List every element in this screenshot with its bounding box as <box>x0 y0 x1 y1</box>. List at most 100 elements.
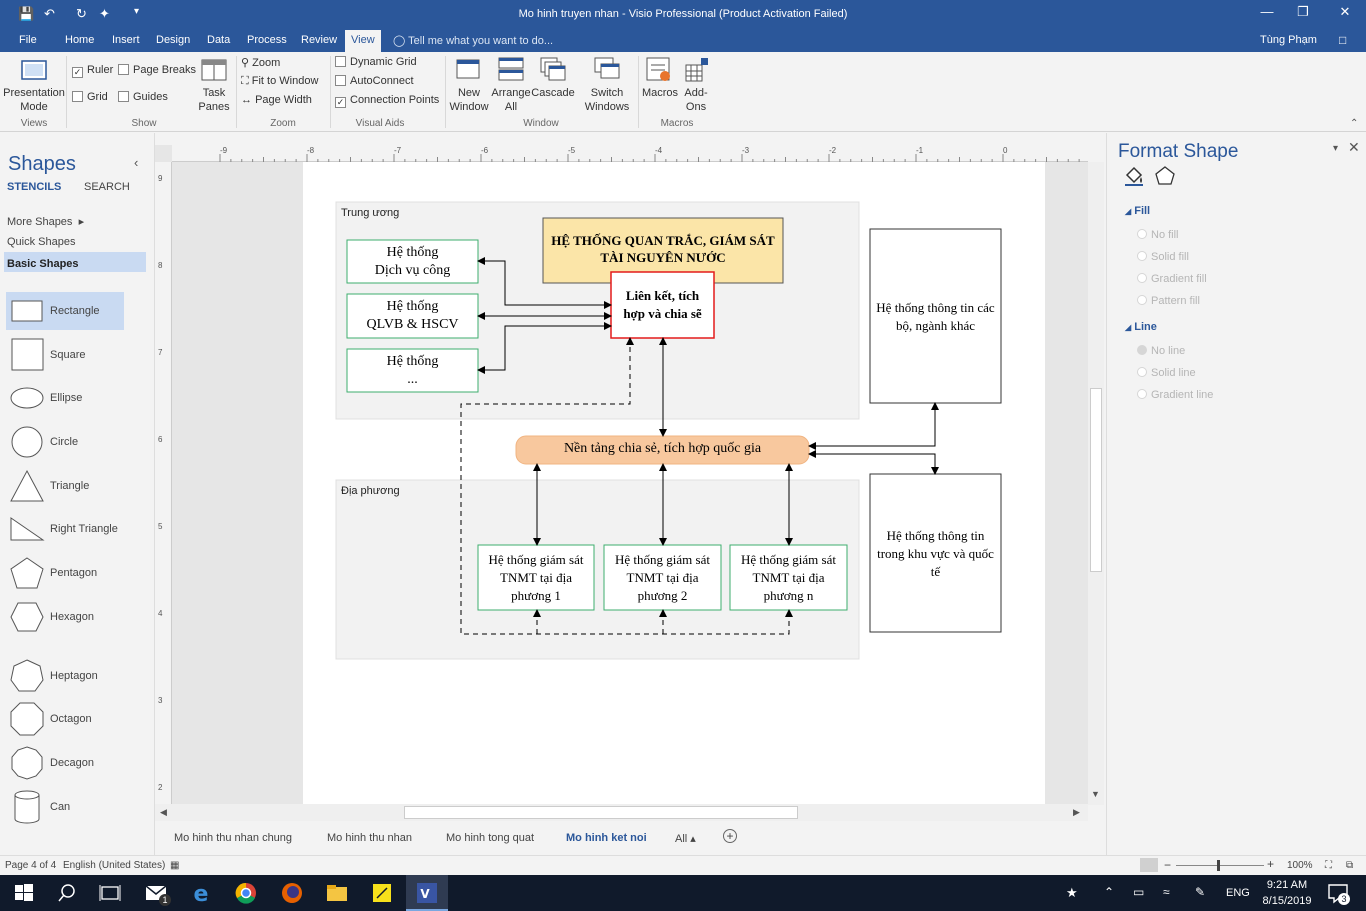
task-view-icon[interactable] <box>98 881 122 905</box>
shape-circle[interactable]: Circle <box>6 423 124 461</box>
zoom-button[interactable]: ⚲ Zoom <box>241 57 281 69</box>
sheet-tab-active[interactable]: Mo hinh ket noi <box>566 832 647 844</box>
line-section[interactable]: ◢ Line <box>1125 321 1157 333</box>
horizontal-scrollbar[interactable]: ◀ ▶ <box>155 804 1088 821</box>
no-line-option[interactable]: No line <box>1137 345 1185 357</box>
scroll-right-icon[interactable]: ▶ <box>1073 807 1080 817</box>
horizontal-scroll-thumb[interactable] <box>404 806 798 819</box>
add-ons-icon[interactable] <box>683 56 711 82</box>
new-window-button[interactable]: New Window <box>449 87 489 113</box>
tab-process[interactable]: Process <box>247 34 287 46</box>
battery-icon[interactable]: ▭ <box>1133 885 1145 899</box>
search-icon[interactable] <box>55 881 79 905</box>
zoom-out-icon[interactable]: − <box>1164 858 1172 872</box>
tab-design[interactable]: Design <box>156 34 191 46</box>
fit-page-icon[interactable] <box>1140 858 1158 872</box>
collapse-ribbon-icon[interactable]: ⌃ <box>1350 118 1359 129</box>
shape-decagon[interactable]: Decagon <box>6 744 124 782</box>
tell-me-search[interactable]: ◯ Tell me what you want to do... <box>393 35 554 47</box>
shape-rectangle[interactable]: Rectangle <box>6 292 124 330</box>
sheet-tab[interactable]: Mo hinh thu nhan <box>327 832 413 844</box>
page-indicator[interactable]: Page 4 of 4 <box>5 860 57 871</box>
quick-shapes-item[interactable]: Quick Shapes <box>7 236 76 248</box>
zoom-slider[interactable] <box>1176 865 1264 866</box>
add-page-icon[interactable]: + <box>723 829 737 843</box>
tab-file[interactable]: File <box>19 34 37 46</box>
input-language[interactable]: ENG <box>1226 887 1250 899</box>
solid-fill-option[interactable]: Solid fill <box>1137 251 1189 263</box>
shape-pentagon[interactable]: Pentagon <box>6 554 124 592</box>
minimize-button[interactable]: — <box>1260 4 1274 19</box>
redo-icon[interactable]: ↻ <box>76 6 87 21</box>
new-window-icon[interactable] <box>455 56 483 82</box>
guides-checkbox[interactable]: Guides <box>118 91 168 103</box>
shape-octagon[interactable]: Octagon <box>6 700 124 738</box>
fill-section[interactable]: ◢ Fill <box>1125 205 1151 217</box>
zoom-slider-thumb[interactable] <box>1217 860 1220 871</box>
pen-icon[interactable]: ✎ <box>1195 885 1206 899</box>
zoom-level[interactable]: 100% <box>1287 860 1313 871</box>
fit-window-status-icon[interactable]: ⛶ <box>1325 860 1332 871</box>
shape-hexagon[interactable]: Hexagon <box>6 598 124 636</box>
connection-points-checkbox[interactable]: ✓Connection Points <box>335 94 440 108</box>
presentation-mode-icon[interactable] <box>20 58 48 84</box>
arrange-all-button[interactable]: Arrange All <box>491 87 531 113</box>
user-account[interactable]: Tùng Phạm <box>1260 34 1317 46</box>
clock-time[interactable]: 9:21 AM <box>1266 879 1308 891</box>
clock-date[interactable]: 8/15/2019 <box>1262 895 1312 907</box>
shape-ellipse[interactable]: Ellipse <box>6 379 124 417</box>
grid-checkbox[interactable]: Grid <box>72 91 108 103</box>
cascade-icon[interactable] <box>539 56 567 82</box>
tab-stencils[interactable]: STENCILS <box>7 181 62 193</box>
macros-button[interactable]: Macros <box>641 87 679 99</box>
show-hidden-icons[interactable]: ⌃ <box>1104 885 1115 899</box>
ruler-checkbox[interactable]: ✓Ruler <box>72 64 114 78</box>
tab-review[interactable]: Review <box>301 34 338 46</box>
tab-data[interactable]: Data <box>207 34 231 46</box>
task-panes-button[interactable]: Task Panes <box>198 87 230 113</box>
solid-line-option[interactable]: Solid line <box>1137 367 1196 379</box>
windows-start-icon[interactable] <box>12 881 36 905</box>
firefox-browser-icon[interactable] <box>280 881 304 905</box>
close-pane-icon[interactable]: ✕ <box>1348 139 1360 155</box>
collapse-panel-icon[interactable]: ‹ <box>134 155 139 170</box>
edge-browser-icon[interactable]: e <box>189 881 213 905</box>
undo-icon[interactable]: ↶ <box>44 6 55 21</box>
tab-insert[interactable]: Insert <box>112 34 140 46</box>
tab-home[interactable]: Home <box>65 34 95 46</box>
shape-can[interactable]: Can <box>6 788 124 826</box>
autoconnect-checkbox[interactable]: AutoConnect <box>335 75 414 87</box>
all-sheets-menu[interactable]: All ▴ <box>675 833 696 845</box>
scroll-left-icon[interactable]: ◀ <box>160 807 167 817</box>
close-button[interactable]: ✕ <box>1339 4 1351 19</box>
arrange-all-icon[interactable] <box>497 56 525 82</box>
task-panes-icon[interactable] <box>200 58 228 84</box>
people-icon[interactable]: ★ <box>1066 885 1078 900</box>
chrome-browser-icon[interactable] <box>234 881 258 905</box>
shape-right-triangle[interactable]: Right Triangle <box>6 510 124 548</box>
pointer-tool-icon[interactable]: ✦ <box>99 6 110 21</box>
share-icon[interactable]: □ <box>1339 33 1347 47</box>
vertical-scroll-thumb[interactable] <box>1090 388 1102 572</box>
visio-taskbar-button[interactable]: V <box>406 875 448 911</box>
customize-quick-access-icon[interactable]: ▾ <box>134 6 140 17</box>
tab-view[interactable]: View <box>345 30 381 52</box>
shape-heptagon[interactable]: Heptagon <box>6 657 124 695</box>
page-breaks-checkbox[interactable]: Page Breaks <box>118 64 196 76</box>
macros-icon[interactable] <box>645 56 673 82</box>
restore-button[interactable]: ❐ <box>1297 4 1309 19</box>
basic-shapes-item[interactable] <box>4 252 146 272</box>
sheet-tab[interactable]: Mo hinh thu nhan chung <box>174 832 293 844</box>
language-indicator[interactable]: English (United States) <box>63 860 166 871</box>
add-ons-button[interactable]: Add-Ons <box>684 87 708 113</box>
fit-to-window-button[interactable]: ⛶ Fit to Window <box>241 75 319 87</box>
shape-triangle[interactable]: Triangle <box>6 467 124 505</box>
file-explorer-icon[interactable] <box>325 881 349 905</box>
presentation-mode-button[interactable]: Presentation Mode <box>3 87 65 113</box>
switch-windows-button[interactable]: Switch Windows <box>584 87 630 113</box>
sticky-notes-icon[interactable] <box>370 881 394 905</box>
shape-square[interactable]: Square <box>6 336 124 374</box>
dynamic-grid-checkbox[interactable]: Dynamic Grid <box>335 56 417 68</box>
gradient-fill-option[interactable]: Gradient fill <box>1137 273 1207 285</box>
wifi-icon[interactable]: ≈ <box>1163 885 1170 899</box>
